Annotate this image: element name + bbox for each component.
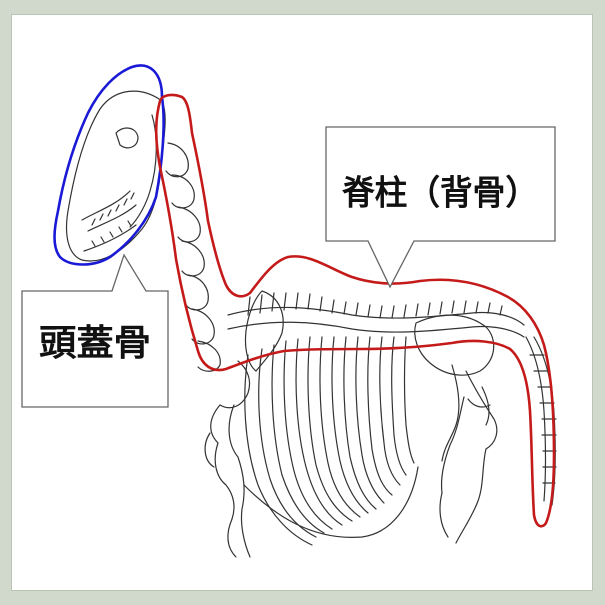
shoulder-and-front-leg — [204, 290, 284, 558]
horse-skeleton-diagram: 脊柱（背骨） 頭蓋骨 — [21, 64, 557, 558]
skull-callout: 頭蓋骨 — [21, 253, 169, 408]
neck-vertebrae — [165, 142, 221, 372]
diagram-slide: 脊柱（背骨） 頭蓋骨 — [11, 14, 593, 591]
skull-highlight-outline — [53, 64, 165, 266]
skull-label: 頭蓋骨 — [39, 323, 151, 364]
ribcage — [243, 336, 419, 546]
pelvis-and-hind-leg — [414, 314, 498, 544]
spine-callout-box — [325, 126, 556, 289]
horse-skeleton — [65, 90, 557, 558]
spine-highlight-outline — [154, 93, 556, 528]
spine-label: 脊柱（背骨） — [342, 174, 538, 214]
skull-callout-box — [21, 253, 169, 408]
spine-callout: 脊柱（背骨） — [325, 126, 556, 289]
back-spine — [227, 292, 525, 338]
skull-bones — [65, 90, 166, 262]
